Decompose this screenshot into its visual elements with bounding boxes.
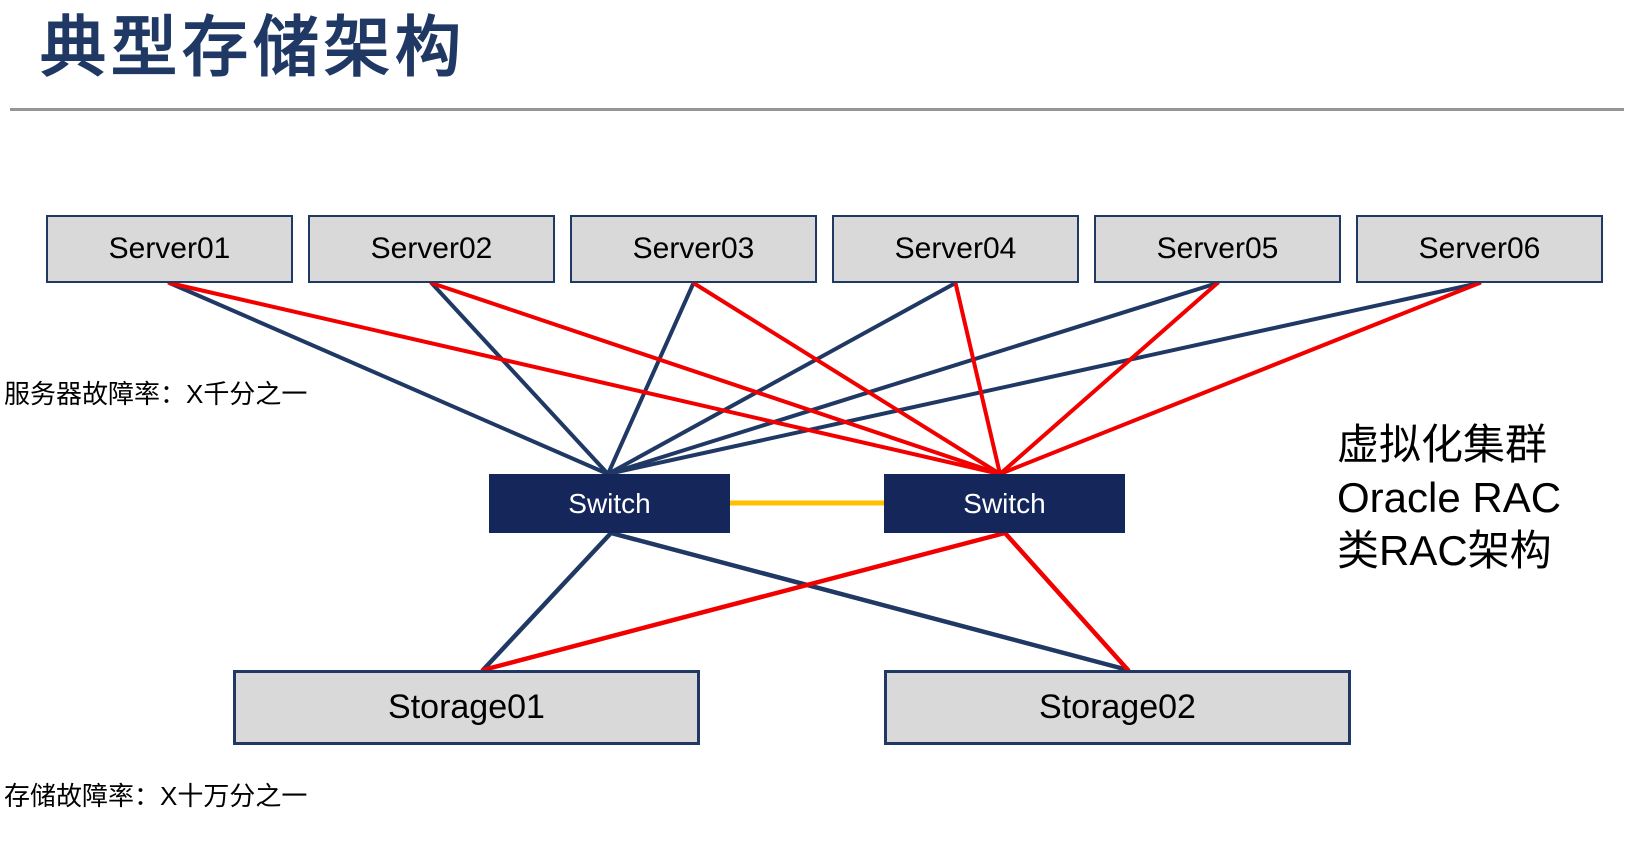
- node-server02: Server02: [308, 215, 555, 283]
- edge-server4-switch1: [606, 281, 958, 476]
- title-divider: [10, 108, 1624, 111]
- edge-server5-switch2: [998, 281, 1220, 476]
- cluster-type-note-line2: Oracle RAC: [1337, 474, 1562, 521]
- edge-switch2-storage1: [480, 530, 1008, 673]
- node-switch-left: Switch: [489, 474, 730, 533]
- edge-switch2-storage2: [1002, 530, 1131, 673]
- node-server03-label: Server03: [632, 232, 755, 265]
- node-switch-right: Switch: [884, 474, 1125, 533]
- node-server06-label: Server06: [1418, 232, 1541, 265]
- cluster-type-note: 虚拟化集群 Oracle RAC 类RAC架构: [1337, 418, 1561, 577]
- server-failure-rate-note: 服务器故障率：X千分之一: [4, 379, 308, 409]
- edge-server1-switch2: [167, 281, 1002, 476]
- node-server03: Server03: [570, 215, 817, 283]
- node-server01-label: Server01: [108, 232, 231, 265]
- edge-server2-switch1: [429, 281, 610, 476]
- node-server06: Server06: [1356, 215, 1603, 283]
- node-switch-right-label: Switch: [963, 487, 1046, 519]
- node-storage02: Storage02: [884, 670, 1351, 745]
- edge-server3-switch1: [606, 281, 696, 476]
- node-switch-left-label: Switch: [568, 487, 651, 519]
- node-storage01-label: Storage01: [388, 688, 545, 726]
- edge-server4-switch2: [953, 281, 1002, 476]
- node-server04-label: Server04: [894, 232, 1017, 265]
- node-storage02-label: Storage02: [1039, 688, 1196, 726]
- edge-server6-switch1: [606, 281, 1482, 476]
- edge-server6-switch2: [998, 281, 1482, 476]
- storage-failure-rate-note: 存储故障率：X十万分之一: [4, 781, 308, 811]
- node-server04: Server04: [832, 215, 1079, 283]
- node-server05: Server05: [1094, 215, 1341, 283]
- edge-switch1-storage2: [608, 530, 1131, 673]
- edge-switch1-storage1: [480, 530, 614, 673]
- edge-server1-switch1: [167, 281, 610, 476]
- node-server02-label: Server02: [370, 232, 493, 265]
- edge-server3-switch2: [691, 281, 1002, 476]
- node-storage01: Storage01: [233, 670, 700, 745]
- node-server05-label: Server05: [1156, 232, 1279, 265]
- edge-server5-switch1: [606, 281, 1220, 476]
- cluster-type-note-line1: 虚拟化集群: [1337, 421, 1548, 468]
- cluster-type-note-line3: 类RAC架构: [1337, 527, 1552, 574]
- page-title: 典型存储架构: [40, 10, 466, 84]
- node-server01: Server01: [46, 215, 293, 283]
- edge-server2-switch2: [429, 281, 1002, 476]
